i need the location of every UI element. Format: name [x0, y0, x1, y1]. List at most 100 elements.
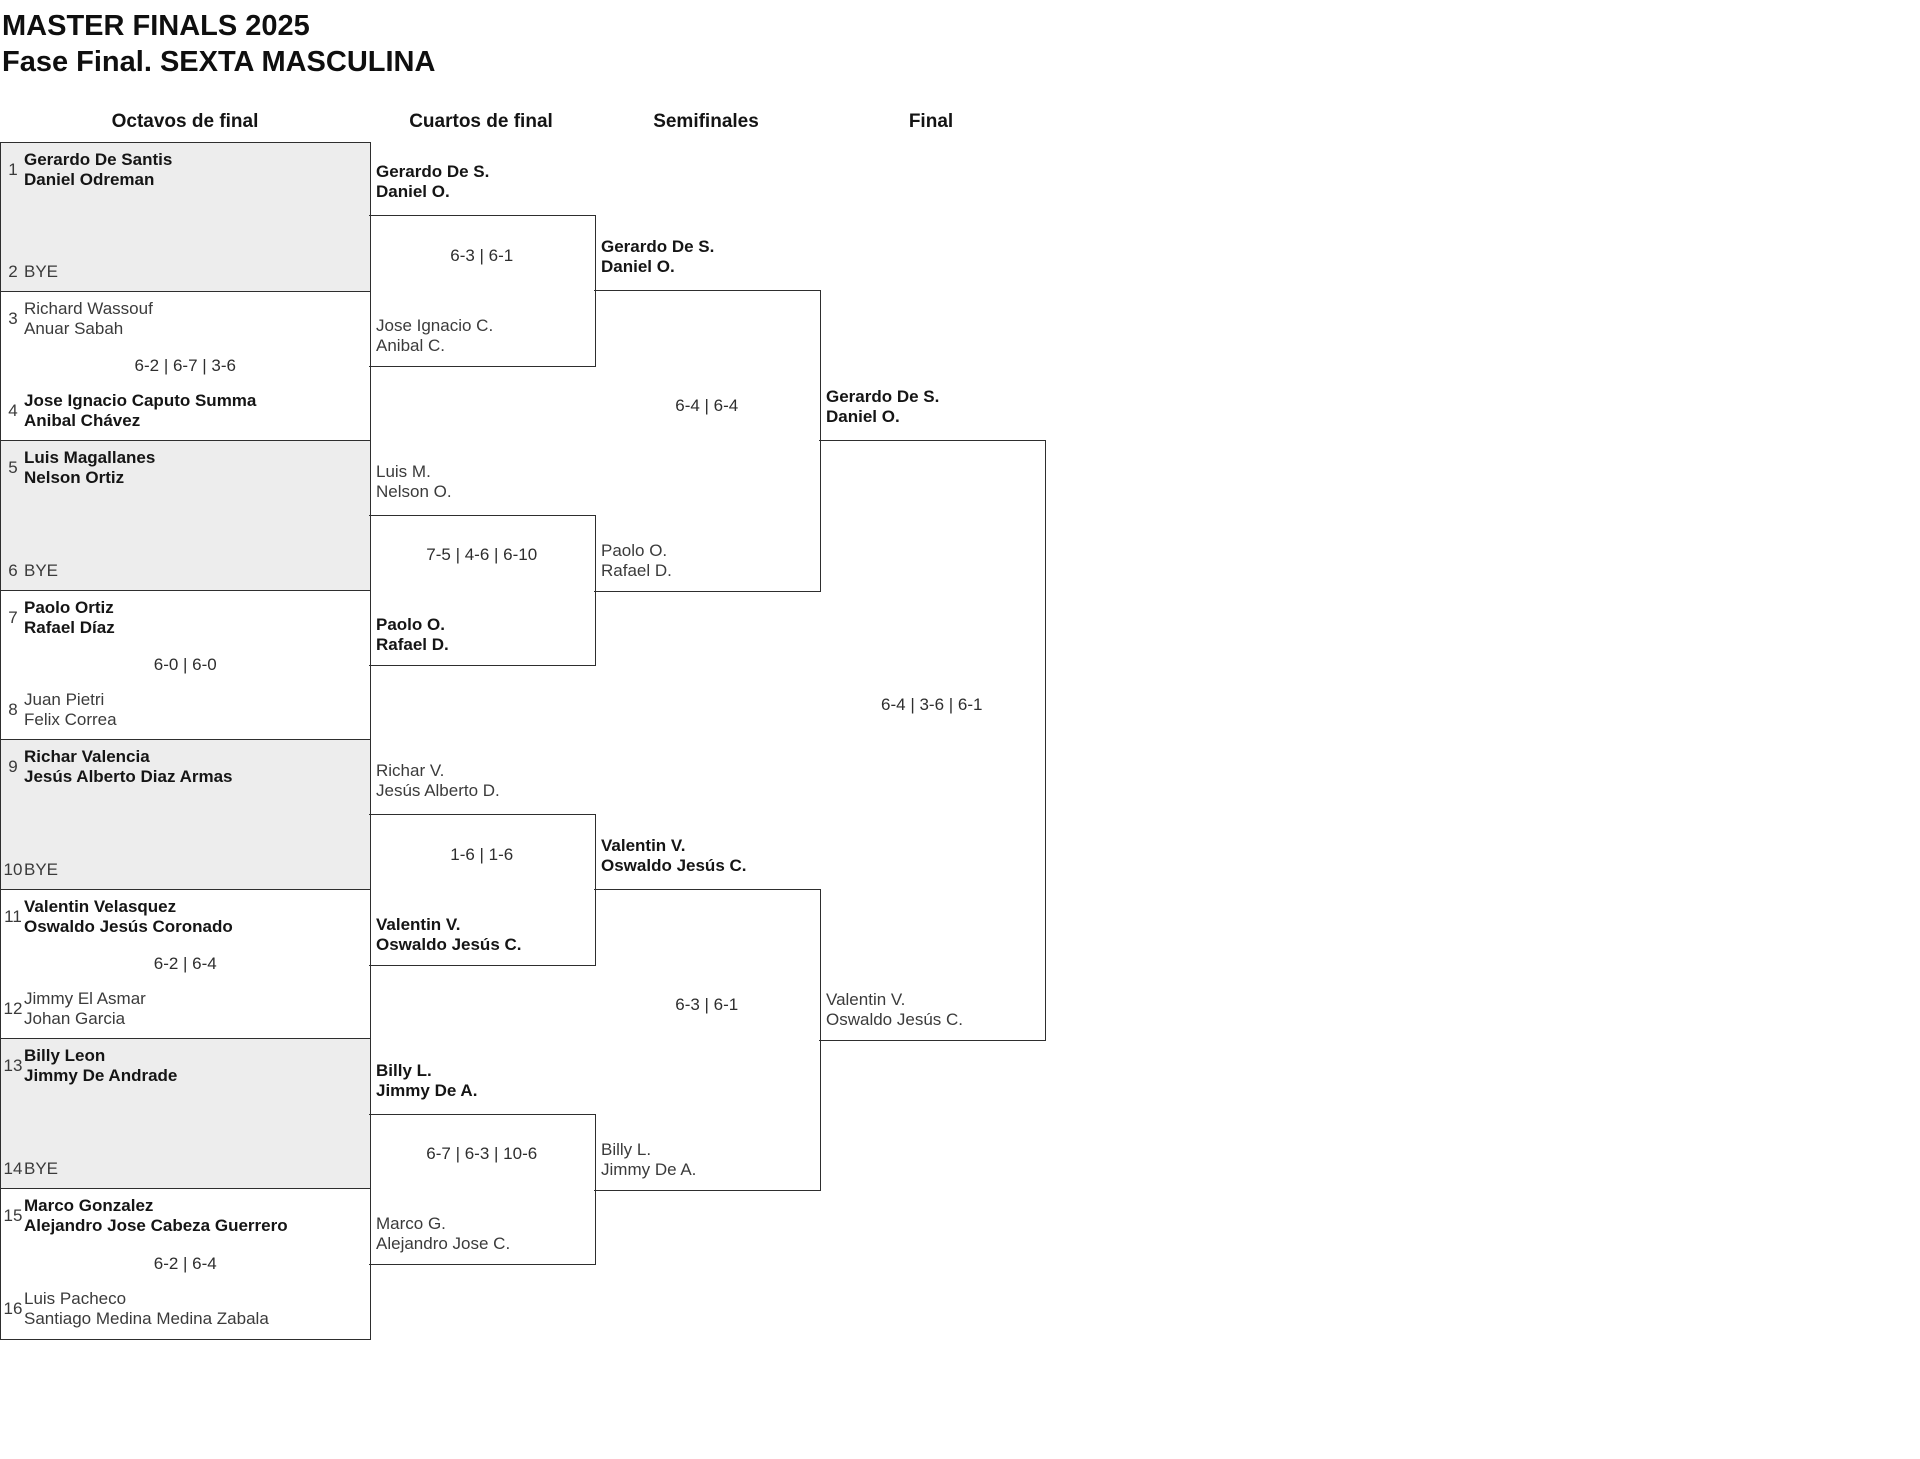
- player-name: Marco Gonzalez: [24, 1195, 154, 1215]
- player-name: Gerardo De S.: [826, 386, 940, 406]
- player-name: Daniel O.: [376, 182, 450, 201]
- tournament-title: MASTER FINALS 2025: [2, 10, 310, 42]
- seed-number: 13: [3, 1055, 23, 1075]
- team-names: Luis Magallanes Nelson Ortiz: [24, 448, 155, 488]
- player-name: Jesús Alberto D.: [376, 781, 500, 800]
- player-name: Valentin Velasquez: [24, 896, 177, 916]
- quarterfinal-match-2: Luis M. Nelson O. 7-5 | 4-6 | 6-10 Paolo…: [369, 462, 596, 666]
- player-name: Nelson O.: [376, 481, 452, 501]
- team-label: Gerardo De S. Daniel O.: [601, 237, 714, 277]
- match-score: 1-6 | 1-6: [450, 844, 514, 864]
- team-names: Gerardo De Santis Daniel Odreman: [24, 150, 172, 190]
- player-name: Billy L.: [376, 1060, 432, 1080]
- player-name: Paolo Ortiz: [24, 597, 114, 617]
- player-name: Oswaldo Jesús C.: [376, 934, 522, 954]
- seed-number: 7: [8, 607, 18, 627]
- team-label: Valentin V. Oswaldo Jesús C.: [376, 915, 522, 955]
- team-label: Gerardo De S. Daniel O.: [376, 162, 489, 202]
- r16-match-5: 9 Richar Valencia Jesús Alberto Diaz Arm…: [0, 739, 371, 891]
- seed-number: 10: [3, 860, 23, 879]
- seed-number: 8: [8, 700, 18, 719]
- bye-label: BYE: [24, 860, 59, 879]
- bye-label: BYE: [24, 561, 59, 580]
- seed-number: 1: [8, 159, 18, 179]
- round-header-cuartos: Cuartos de final: [409, 111, 553, 132]
- quarterfinal-match-4: Billy L. Jimmy De A. 6-7 | 6-3 | 10-6 Ma…: [369, 1061, 596, 1265]
- team-names: Marco Gonzalez Alejandro Jose Cabeza Gue…: [24, 1196, 288, 1236]
- player-name: Alejandro Jose Cabeza Guerrero: [24, 1215, 288, 1235]
- team-names: Richar Valencia Jesús Alberto Diaz Armas: [24, 747, 232, 787]
- team-label: Luis M. Nelson O.: [376, 462, 452, 502]
- seed-number: 11: [4, 906, 22, 926]
- team-names: Richard Wassouf Anuar Sabah: [24, 299, 153, 339]
- player-name: Anibal Chávez: [24, 411, 141, 430]
- player-name: Paolo O.: [601, 540, 668, 560]
- match-score: 6-2 | 6-4: [153, 1253, 217, 1273]
- quarterfinal-match-3: Richar V. Jesús Alberto D. 1-6 | 1-6 Val…: [369, 761, 596, 966]
- player-name: Luis Magallanes: [24, 447, 156, 467]
- team-label: Richar V. Jesús Alberto D.: [376, 761, 500, 801]
- semifinal-match-2: Valentin V. Oswaldo Jesús C. 6-3 | 6-1 B…: [594, 836, 821, 1191]
- player-name: Juan Pietri: [24, 690, 105, 709]
- team-names: Jimmy El Asmar Johan Garcia: [24, 989, 146, 1029]
- seed-number: 6: [8, 561, 18, 580]
- r16-match-1: 1 Gerardo De Santis Daniel Odreman 2 BYE: [0, 142, 371, 293]
- player-name: Jimmy De A.: [601, 1159, 697, 1179]
- seed-number: 2: [8, 262, 18, 281]
- player-name: Richar Valencia: [24, 746, 150, 766]
- team-label: Jose Ignacio C. Anibal C.: [376, 316, 493, 356]
- match-score: 7-5 | 4-6 | 6-10: [426, 545, 538, 565]
- player-name: Alejandro Jose C.: [376, 1234, 511, 1253]
- quarterfinal-match-1: Gerardo De S. Daniel O. 6-3 | 6-1 Jose I…: [369, 162, 596, 367]
- team-label: Valentin V. Oswaldo Jesús C.: [601, 836, 747, 876]
- semifinal-match-1: Gerardo De S. Daniel O. 6-4 | 6-4 Paolo …: [594, 237, 821, 592]
- team-names: Juan Pietri Felix Correa: [24, 690, 117, 730]
- team-label: Marco G. Alejandro Jose C.: [376, 1214, 510, 1254]
- player-name: Gerardo De S.: [376, 162, 490, 181]
- seed-number: 3: [8, 308, 18, 328]
- player-name: Santiago Medina Medina Zabala: [24, 1309, 269, 1328]
- player-name: Daniel Odreman: [24, 169, 155, 189]
- player-name: Gerardo De S.: [601, 237, 715, 256]
- player-name: Jimmy El Asmar: [24, 989, 146, 1008]
- match-score: 6-3 | 6-1: [450, 245, 514, 265]
- player-name: Johan Garcia: [24, 1009, 126, 1028]
- player-name: Jose Ignacio Caputo Summa: [24, 391, 257, 410]
- team-names: Jose Ignacio Caputo Summa Anibal Chávez: [24, 391, 256, 431]
- seed-number: 5: [8, 457, 18, 477]
- player-name: Rafael D.: [376, 635, 449, 654]
- player-name: Rafael D.: [601, 560, 672, 580]
- round-header-final: Final: [908, 111, 954, 132]
- team-names: BYE: [24, 262, 58, 282]
- player-name: Valentin V.: [376, 914, 461, 934]
- player-name: Luis M.: [376, 461, 431, 481]
- team-names: BYE: [24, 1159, 58, 1179]
- phase-subtitle: Fase Final. SEXTA MASCULINA: [2, 46, 436, 78]
- player-name: Valentin V.: [601, 836, 686, 855]
- player-name: Jose Ignacio C.: [376, 315, 494, 335]
- match-score: 6-4 | 3-6 | 6-1: [881, 695, 983, 714]
- player-name: Gerardo De Santis: [24, 149, 173, 169]
- bye-label: BYE: [24, 262, 59, 281]
- player-name: Paolo O.: [376, 615, 445, 634]
- seed-number: 4: [8, 401, 18, 420]
- r16-match-3: 5 Luis Magallanes Nelson Ortiz 6 BYE: [0, 440, 371, 592]
- r16-match-2: 3 Richard Wassouf Anuar Sabah 6-2 | 6-7 …: [0, 291, 371, 442]
- team-label: Billy L. Jimmy De A.: [601, 1140, 696, 1180]
- match-score: 6-0 | 6-0: [153, 655, 217, 675]
- player-name: Marco G.: [376, 1214, 446, 1233]
- player-name: Jimmy De A.: [376, 1080, 478, 1100]
- r16-match-6: 11 Valentin Velasquez Oswaldo Jesús Coro…: [0, 889, 371, 1040]
- team-names: Valentin Velasquez Oswaldo Jesús Coronad…: [24, 897, 233, 937]
- r16-match-7: 13 Billy Leon Jimmy De Andrade 14 BYE: [0, 1038, 371, 1190]
- player-name: Nelson Ortiz: [24, 467, 125, 487]
- player-name: Anuar Sabah: [24, 318, 124, 338]
- team-label: Gerardo De S. Daniel O.: [826, 387, 939, 427]
- page-title: MASTER FINALS 2025 Fase Final. SEXTA MAS…: [2, 8, 435, 80]
- r16-match-4: 7 Paolo Ortiz Rafael Díaz 6-0 | 6-0 8 Ju…: [0, 590, 371, 741]
- team-label: Billy L. Jimmy De A.: [376, 1061, 477, 1101]
- player-name: Anibal C.: [376, 335, 445, 355]
- seed-number: 16: [3, 1299, 23, 1318]
- bye-label: BYE: [24, 1159, 59, 1178]
- match-score: 6-3 | 6-1: [675, 994, 739, 1014]
